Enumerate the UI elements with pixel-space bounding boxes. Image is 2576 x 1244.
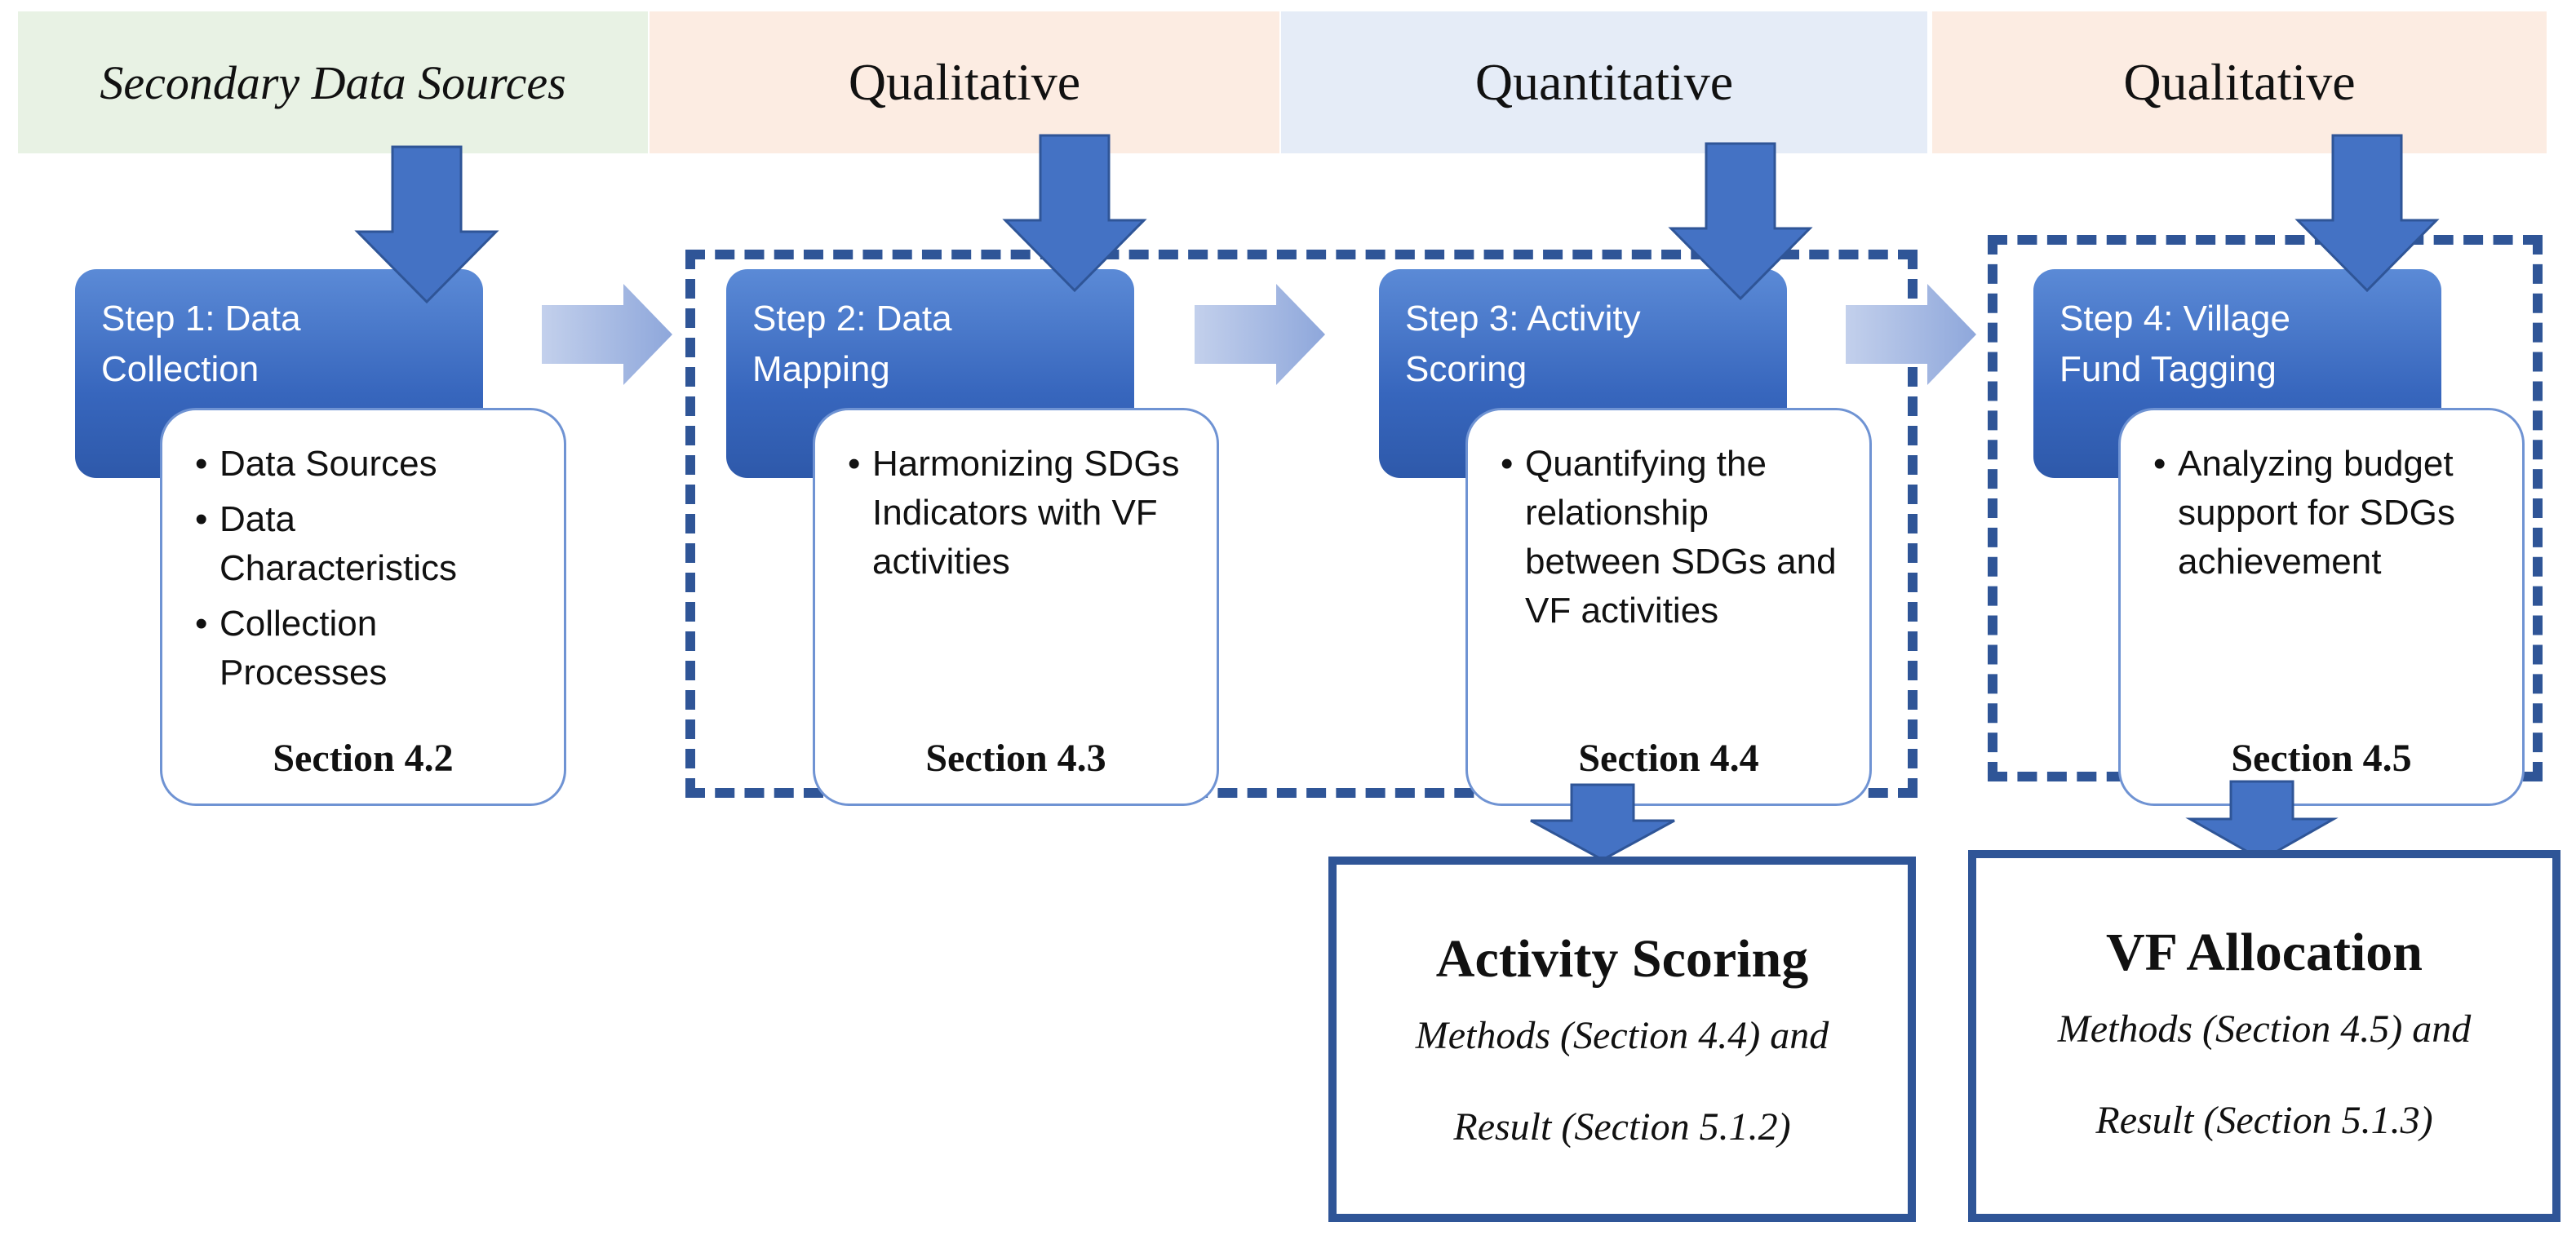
down-arrow-band-3 <box>1668 142 1813 301</box>
step-1-section-ref: Section 4.2 <box>273 737 454 780</box>
step-1-bullet: Data Sources <box>195 440 539 489</box>
step-3-detail-card: Quantifying the relationship between SDG… <box>1465 408 1872 806</box>
down-arrow-band-1 <box>354 145 499 304</box>
band-qualitative-1: Qualitative <box>650 11 1279 153</box>
down-arrow-to-vf-allocation <box>2185 780 2339 861</box>
step-3-bullet-list: Quantifying the relationship between SDG… <box>1501 440 1845 635</box>
step-arrow-3-to-4 <box>1846 284 1976 385</box>
step-4-bullet-list: Analyzing budget support for SDGs achiev… <box>2153 440 2498 587</box>
down-arrow-band-2 <box>1002 134 1147 293</box>
result-methods-activity-scoring: Methods (Section 4.4) and <box>1415 1014 1829 1057</box>
step-2-bullet-list: Harmonizing SDGs Indicators with VF acti… <box>848 440 1192 587</box>
step-4-bullet: Analyzing budget support for SDGs achiev… <box>2153 440 2498 587</box>
step-arrow-2-to-3 <box>1195 284 1325 385</box>
step-1-detail-card: Data Sources Data Characteristics Collec… <box>160 408 566 806</box>
band-secondary-data-sources: Secondary Data Sources <box>18 11 648 153</box>
band-qualitative-2: Qualitative <box>1932 11 2547 153</box>
result-methods-vf-allocation: Methods (Section 4.5) and <box>2057 1007 2472 1051</box>
step-1-bullet: Collection Processes <box>195 600 539 697</box>
step-2-bullet: Harmonizing SDGs Indicators with VF acti… <box>848 440 1192 587</box>
step-4-detail-card: Analyzing budget support for SDGs achiev… <box>2118 408 2525 806</box>
result-result-vf-allocation: Result (Section 5.1.3) <box>2095 1099 2433 1142</box>
result-result-activity-scoring: Result (Section 5.1.2) <box>1453 1105 1791 1149</box>
step-4-section-ref: Section 4.5 <box>2231 737 2412 780</box>
step-3-section-ref: Section 4.4 <box>1578 737 1759 780</box>
step-1-bullet: Data Characteristics <box>195 495 539 593</box>
step-2-detail-card: Harmonizing SDGs Indicators with VF acti… <box>813 408 1219 806</box>
step-1-bullet-list: Data Sources Data Characteristics Collec… <box>195 440 539 697</box>
step-3-bullet: Quantifying the relationship between SDG… <box>1501 440 1845 635</box>
result-title-activity-scoring: Activity Scoring <box>1435 929 1809 989</box>
result-title-vf-allocation: VF Allocation <box>2105 923 2423 982</box>
down-arrow-band-4 <box>2294 134 2440 293</box>
result-box-activity-scoring: Activity Scoring Methods (Section 4.4) a… <box>1328 857 1916 1222</box>
down-arrow-to-activity-scoring <box>1530 783 1675 861</box>
band-quantitative: Quantitative <box>1281 11 1927 153</box>
result-box-vf-allocation: VF Allocation Methods (Section 4.5) and … <box>1968 850 2560 1222</box>
step-2-section-ref: Section 4.3 <box>925 737 1106 780</box>
step-arrow-1-to-2 <box>542 284 672 385</box>
